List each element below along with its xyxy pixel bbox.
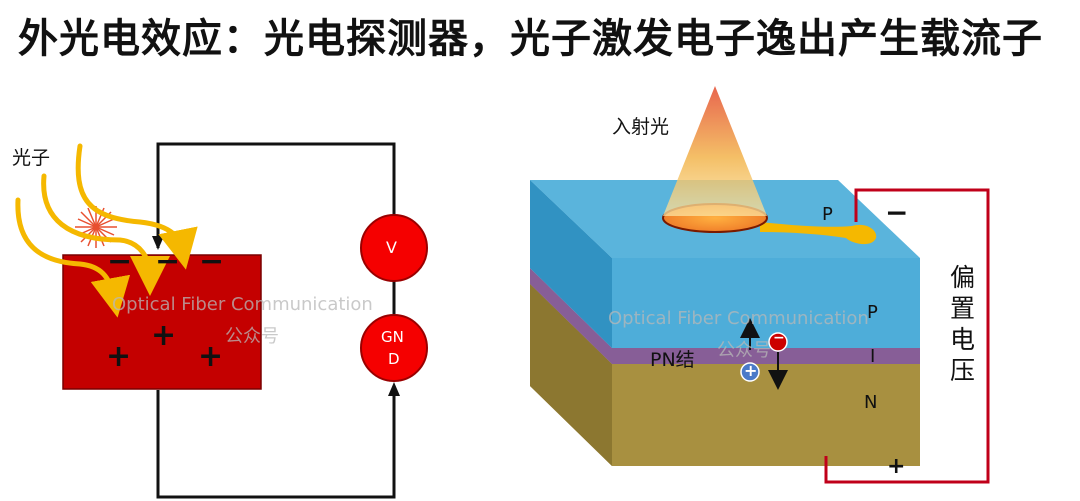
pn-junction-label: PN结 <box>650 349 695 371</box>
p-contact <box>760 222 877 245</box>
current-arrow-icon <box>388 382 400 396</box>
bias-wire <box>824 188 990 484</box>
p-layer-label: P <box>867 302 878 323</box>
incident-light-cone <box>663 86 767 216</box>
minus-terminal: − <box>885 196 909 229</box>
hole-icon <box>740 362 760 382</box>
i-layer <box>530 268 920 364</box>
incident-light-label: 入射光 <box>612 116 670 138</box>
bias-voltage-label: 偏置电压 <box>950 263 976 385</box>
electron-minus-sign: − <box>199 244 225 279</box>
electron-minus-sign: − <box>155 244 181 279</box>
hole-plus-sign: + <box>151 318 177 353</box>
i-layer-label: I <box>870 346 876 367</box>
hole-plus-sign: + <box>106 339 132 374</box>
electron-icon <box>768 332 788 352</box>
watermark-text: Optical Fiber Communication <box>608 308 869 329</box>
electron-sign: − <box>773 330 785 346</box>
ground-meter <box>360 314 428 382</box>
voltmeter-label: V <box>386 238 397 257</box>
p-layer <box>530 180 920 348</box>
watermark-text: Optical Fiber Communication <box>112 294 373 315</box>
watermark-text: 公众号 <box>225 326 279 347</box>
voltmeter <box>360 214 428 282</box>
p-contact-label: P <box>822 204 833 225</box>
watermark-text: 公众号 <box>717 340 771 361</box>
plus-terminal: + <box>887 454 906 479</box>
hole-sign: + <box>744 361 758 380</box>
hole-plus-sign: + <box>198 339 224 374</box>
ground-label-line1: GN <box>381 328 404 346</box>
electron-minus-sign: − <box>107 244 133 279</box>
n-layer <box>530 284 920 466</box>
ground-label-line2: D <box>388 350 400 368</box>
n-layer-label: N <box>864 392 878 413</box>
photon-rays <box>15 143 198 318</box>
page-title: 外光电效应：光电探测器，光子激发电子逸出产生载流子 <box>18 16 1043 62</box>
photon-label: 光子 <box>12 147 51 169</box>
